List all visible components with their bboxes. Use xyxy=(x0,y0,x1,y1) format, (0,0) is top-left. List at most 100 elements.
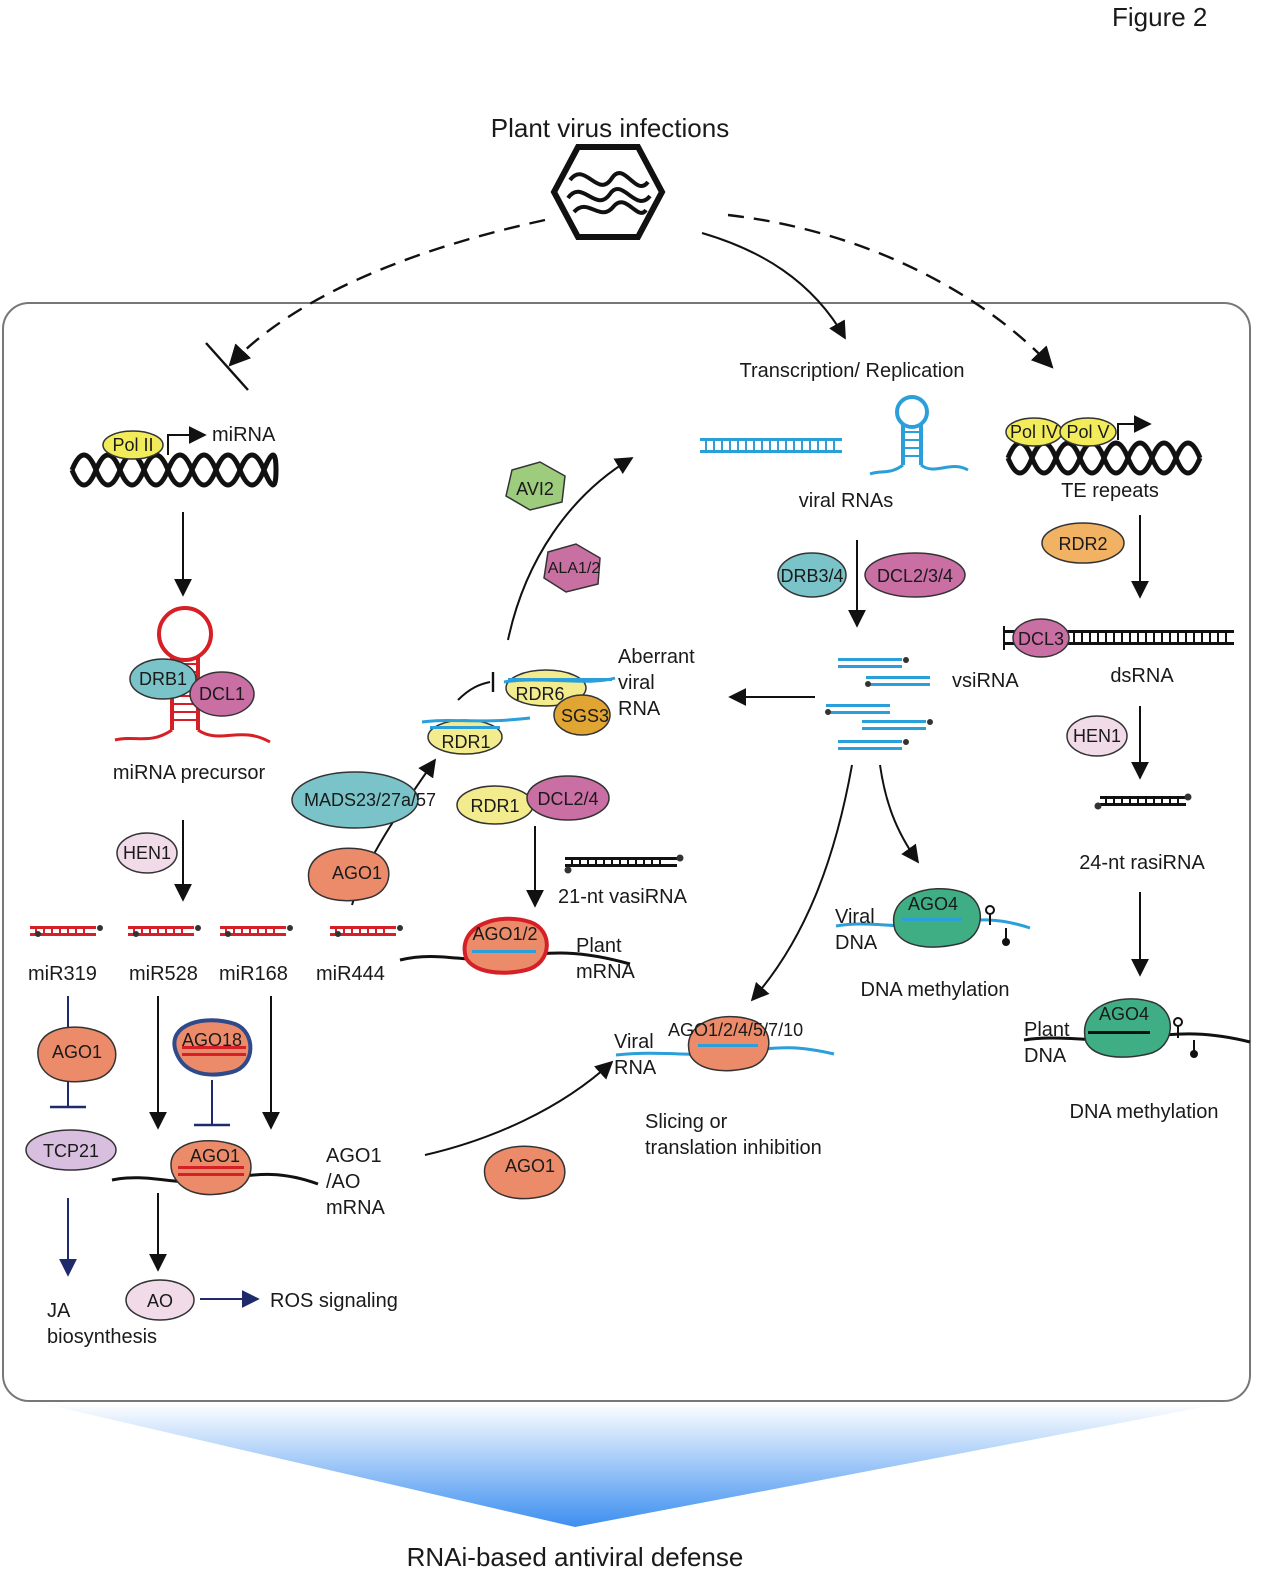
defense-funnel xyxy=(40,1403,1225,1527)
hen1-protein-right: HEN1 xyxy=(1066,715,1128,757)
methyl-mark-1-head xyxy=(985,905,995,915)
mirna-gene-label: miRNA xyxy=(212,424,276,446)
inhibit-to-rdr6 xyxy=(457,681,491,701)
figure-label: Figure 2 xyxy=(1112,2,1207,32)
methyl-mark-2-head xyxy=(1002,938,1010,946)
pol2-dna: Pol II xyxy=(69,426,279,488)
arrow-vsirna-to-viral-dna xyxy=(879,764,920,864)
aberrant-label-2: viral xyxy=(618,672,655,694)
inhibit-bar xyxy=(205,342,249,391)
svg-text:RDR1: RDR1 xyxy=(470,796,519,816)
viral-rnas-label: viral RNAs xyxy=(799,490,893,512)
methyl-mark-4-head xyxy=(1190,1050,1198,1058)
mads-protein: MADS23/27a/57 xyxy=(291,771,436,829)
ala-protein: ALA1/2 xyxy=(543,543,601,593)
svg-text:HEN1: HEN1 xyxy=(123,843,171,863)
ja-label-2: biosynthesis xyxy=(47,1326,157,1348)
svg-text:AGO1: AGO1 xyxy=(505,1156,555,1176)
rdr2-protein: RDR2 xyxy=(1041,522,1125,564)
pol4-pol5-dna: Pol IV Pol V xyxy=(1005,415,1203,476)
svg-text:TCP21: TCP21 xyxy=(43,1141,99,1161)
viral-dna-label-1: Viral xyxy=(835,906,875,928)
rdr1-protein-b: RDR1 xyxy=(456,785,534,825)
avi2-protein: AVI2 xyxy=(505,461,566,511)
hen1-protein-left: HEN1 xyxy=(116,832,178,874)
svg-text:MADS23/27a/57: MADS23/27a/57 xyxy=(304,790,436,810)
svg-text:AGO4: AGO4 xyxy=(1099,1004,1149,1024)
svg-text:RDR6: RDR6 xyxy=(515,684,564,704)
dashed-inhibit-arrow xyxy=(228,218,546,367)
dcl3-protein: DCL3 xyxy=(1012,618,1070,658)
rdr1-protein: RDR1 xyxy=(421,716,531,755)
tcp21-protein: TCP21 xyxy=(25,1129,117,1171)
rasirna-label: 24-nt rasiRNA xyxy=(1079,852,1205,874)
vasirna-duplex xyxy=(564,854,684,874)
ago18-protein: AGO18 xyxy=(172,1018,253,1077)
slicing-label-2: translation inhibition xyxy=(645,1137,822,1159)
viral-rna-label-2: RNA xyxy=(614,1057,657,1079)
mir319-label: miR319 xyxy=(28,963,97,985)
svg-text:HEN1: HEN1 xyxy=(1073,726,1121,746)
transcription-label: Transcription/ Replication xyxy=(740,360,965,382)
svg-text:AGO4: AGO4 xyxy=(908,894,958,914)
ago1-protein-c: AGO1 xyxy=(483,1145,566,1200)
rdr6-protein: RDR6 xyxy=(503,669,616,707)
dsrna-label: dsRNA xyxy=(1110,665,1174,687)
dcl24-protein: DCL2/4 xyxy=(526,775,610,821)
dcl1-protein: DCL1 xyxy=(189,671,255,717)
svg-text:ALA1/2: ALA1/2 xyxy=(548,560,601,577)
mir528-label: miR528 xyxy=(129,963,198,985)
ago1-protein-a: AGO1 xyxy=(37,1026,117,1083)
drb1-protein: DRB1 xyxy=(129,658,197,700)
svg-text:DCL1: DCL1 xyxy=(199,684,245,704)
ao-mrna-label-3: mRNA xyxy=(326,1197,386,1219)
mir444-label: miR444 xyxy=(316,963,385,985)
ao-protein: AO xyxy=(125,1279,195,1321)
ago1-protein-mid: AGO1 xyxy=(307,847,390,902)
dcl234-protein: DCL2/3/4 xyxy=(864,552,966,598)
ao-mrna-label-2: /AO xyxy=(326,1171,360,1193)
virus-hexagon-icon xyxy=(550,144,666,240)
pol2-label: Pol II xyxy=(112,435,153,455)
vasirna-label: 21-nt vasiRNA xyxy=(558,886,688,908)
vsirna-duplexes xyxy=(825,657,933,750)
svg-text:AGO1: AGO1 xyxy=(190,1146,240,1166)
arrow-to-transcription xyxy=(701,232,846,340)
svg-text:AVI2: AVI2 xyxy=(516,479,554,499)
slicing-label-1: Slicing or xyxy=(645,1111,728,1133)
viral-dna-label-2: DNA xyxy=(835,932,878,954)
svg-text:DRB1: DRB1 xyxy=(139,669,187,689)
dna-methylation-label-a: DNA methylation xyxy=(861,979,1010,1001)
dsrna-duplex xyxy=(1003,626,1234,650)
arrow-vsirna-to-viral-rna xyxy=(750,764,853,1002)
viral-dsrna-icon xyxy=(700,438,842,453)
ago4-protein-b: AGO4 xyxy=(1083,998,1171,1058)
svg-text:SGS3: SGS3 xyxy=(561,706,609,726)
te-repeats-label: TE repeats xyxy=(1061,480,1159,502)
aberrant-label-1: Aberrant xyxy=(618,646,695,668)
precursor-label: miRNA precursor xyxy=(113,762,266,784)
drb34-protein: DRB3/4 xyxy=(777,552,847,598)
plant-dna-label-1: Plant xyxy=(1024,1019,1070,1041)
ago1-protein-b: AGO1 xyxy=(170,1139,252,1196)
virus-title: Plant virus infections xyxy=(491,113,729,143)
ago-multi-protein xyxy=(687,1015,770,1072)
defense-title: RNAi-based antiviral defense xyxy=(407,1542,744,1572)
mirna-duplexes xyxy=(30,925,403,937)
arrow-to-viral-rnas xyxy=(507,457,634,641)
svg-text:DRB3/4: DRB3/4 xyxy=(780,566,843,586)
svg-text:RDR1: RDR1 xyxy=(441,732,490,752)
plant-mrna-label-2: mRNA xyxy=(576,961,636,983)
ago12-protein: AGO1/2 xyxy=(462,916,549,975)
dashed-arrow-to-te xyxy=(727,213,1054,369)
aberrant-label-3: RNA xyxy=(618,698,661,720)
sgs3-protein: SGS3 xyxy=(553,694,611,736)
viral-rna-label-1: Viral xyxy=(614,1031,654,1053)
cell-boundary xyxy=(2,302,1251,1402)
ago4-protein-a: AGO4 xyxy=(892,888,981,948)
svg-text:DCL2/4: DCL2/4 xyxy=(537,789,598,809)
svg-text:AGO18: AGO18 xyxy=(182,1030,242,1050)
viral-hairpin-icon xyxy=(869,395,969,476)
svg-text:DCL3: DCL3 xyxy=(1018,629,1064,649)
